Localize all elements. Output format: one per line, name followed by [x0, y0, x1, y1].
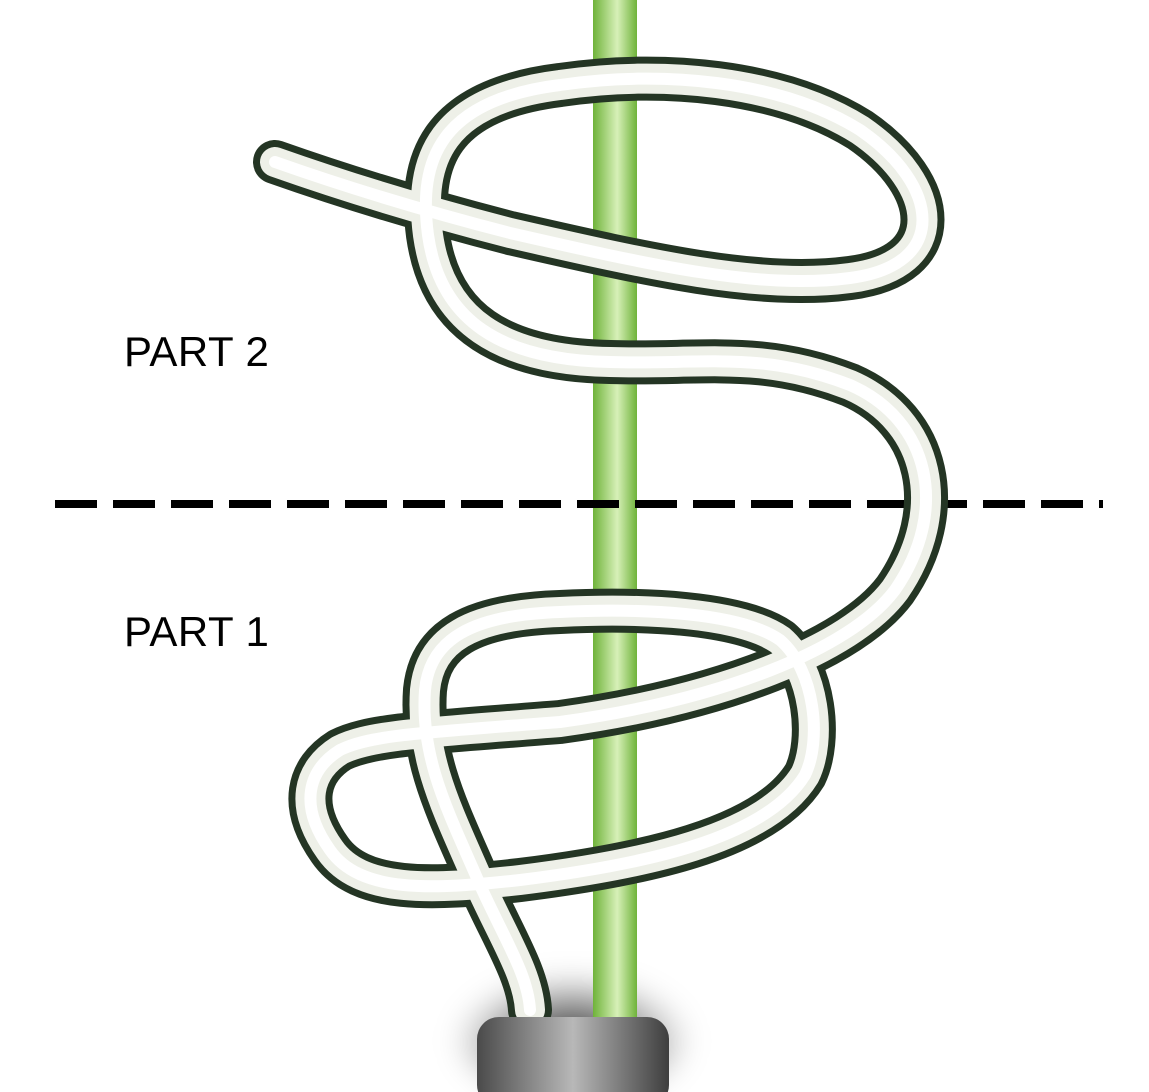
rod-guide-base-icon	[477, 1017, 669, 1092]
knot-cord-icon	[253, 56, 948, 1032]
part-1-label: PART 1	[124, 608, 270, 655]
part-2-label: PART 2	[124, 328, 270, 375]
